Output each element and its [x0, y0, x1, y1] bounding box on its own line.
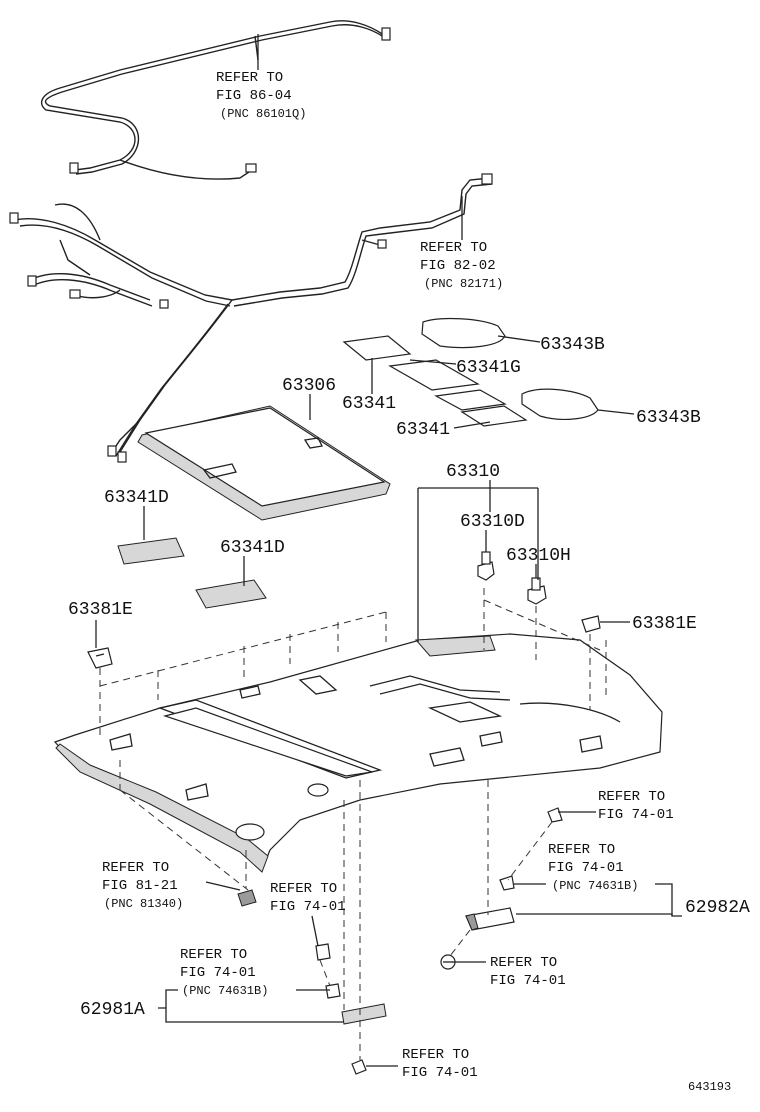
clip-63381e-left[interactable]	[87, 647, 113, 669]
headliner-63310[interactable]	[53, 633, 663, 873]
label-ref-82-02: REFER TO FIG 82-02 (PNC 82171)	[420, 240, 503, 291]
label-63306: 63306	[282, 376, 336, 396]
label-63341d-b: 63341D	[220, 538, 285, 558]
label-62981a: 62981A	[80, 1000, 145, 1020]
label-ref-74-01-a-line2: FIG 74-01	[598, 807, 674, 823]
label-63310h: 63310H	[506, 546, 571, 566]
label-63381e-right: 63381E	[632, 614, 697, 634]
label-ref-86-04-line1: REFER TO	[216, 70, 283, 86]
leader-lines	[95, 34, 682, 1067]
wire-harness-82171[interactable]	[231, 173, 493, 307]
label-ref-74-01-d-line1: REFER TO	[270, 881, 337, 897]
alignment-lines	[99, 588, 607, 1060]
label-ref-82-02-line2: FIG 82-02	[420, 258, 496, 274]
label-63381e-left: 63381E	[68, 600, 133, 620]
label-63341d-a: 63341D	[104, 488, 169, 508]
label-ref-74-01-c-line1: REFER TO	[490, 955, 557, 971]
label-ref-86-04-line2: FIG 86-04	[216, 88, 292, 104]
lamp-62981a[interactable]	[315, 943, 387, 1025]
clip-63310d[interactable]	[477, 551, 495, 581]
pad-63343b-top[interactable]	[421, 317, 506, 349]
pad-63343b-right[interactable]	[521, 388, 599, 420]
label-ref-86-04-line3: (PNC 86101Q)	[220, 107, 306, 121]
label-ref-74-01-d: REFER TO FIG 74-01	[270, 881, 346, 915]
label-ref-86-04: REFER TO FIG 86-04 (PNC 86101Q)	[216, 70, 306, 121]
label-ref-81-21-line2: FIG 81-21	[102, 878, 178, 894]
label-ref-81-21: REFER TO FIG 81-21 (PNC 81340)	[102, 860, 183, 911]
label-ref-74-01-e-line2: FIG 74-01	[180, 965, 256, 981]
label-ref-74-01-b-line2: FIG 74-01	[548, 860, 624, 876]
sunshade-63306[interactable]	[137, 405, 391, 521]
label-ref-74-01-f: REFER TO FIG 74-01	[402, 1047, 478, 1081]
wire-harness-86101q[interactable]	[9, 20, 391, 463]
clip-63381e-right[interactable]	[581, 615, 601, 633]
label-ref-74-01-f-line1: REFER TO	[402, 1047, 469, 1063]
clip-63310h[interactable]	[527, 577, 547, 605]
label-ref-74-01-d-line2: FIG 74-01	[270, 899, 346, 915]
label-ref-74-01-e-line3: (PNC 74631B)	[182, 984, 268, 998]
label-ref-82-02-line3: (PNC 82171)	[424, 277, 503, 291]
diagram-id: 643193	[688, 1080, 731, 1094]
label-ref-74-01-b: REFER TO FIG 74-01 (PNC 74631B)	[548, 842, 638, 893]
label-63341g: 63341G	[456, 358, 521, 378]
pad-63341d-b[interactable]	[195, 579, 267, 609]
label-63341-b: 63341	[396, 420, 450, 440]
clip-74631b-right[interactable]	[547, 807, 563, 823]
label-63343b-top: 63343B	[540, 335, 605, 355]
label-ref-74-01-b-line3: (PNC 74631B)	[552, 879, 638, 893]
label-ref-74-01-c-line2: FIG 74-01	[490, 973, 566, 989]
label-ref-81-21-line3: (PNC 81340)	[104, 897, 183, 911]
pad-63341g[interactable]	[342, 335, 480, 391]
label-63343b-right: 63343B	[636, 408, 701, 428]
pad-63341d-a[interactable]	[117, 537, 185, 565]
label-ref-74-01-a: REFER TO FIG 74-01	[598, 789, 674, 823]
label-ref-74-01-e: REFER TO FIG 74-01 (PNC 74631B)	[180, 947, 268, 998]
label-ref-74-01-c: REFER TO FIG 74-01	[490, 955, 566, 989]
label-63310: 63310	[446, 462, 500, 482]
pad-63341[interactable]	[434, 389, 528, 427]
label-ref-74-01-f-line2: FIG 74-01	[402, 1065, 478, 1081]
bracket-81340[interactable]	[237, 889, 257, 907]
label-63310d: 63310D	[460, 512, 525, 532]
label-63341-a: 63341	[342, 394, 396, 414]
label-ref-74-01-e-line1: REFER TO	[180, 947, 247, 963]
label-ref-81-21-line1: REFER TO	[102, 860, 169, 876]
label-62982a: 62982A	[685, 898, 750, 918]
label-ref-74-01-a-line1: REFER TO	[598, 789, 665, 805]
screw-bottom[interactable]	[351, 1059, 367, 1075]
label-ref-82-02-line1: REFER TO	[420, 240, 487, 256]
lamp-62982a[interactable]	[465, 875, 515, 931]
label-ref-74-01-b-line1: REFER TO	[548, 842, 615, 858]
